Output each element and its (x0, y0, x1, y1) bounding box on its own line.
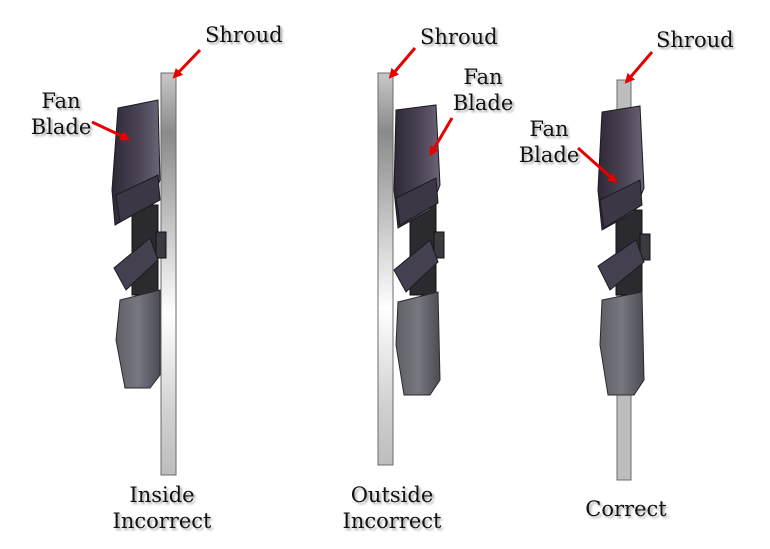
shroud-label: Shroud (420, 25, 498, 49)
shroud (160, 72, 177, 476)
fan-blade-label: Fan Blade (518, 116, 580, 168)
panel-outside-incorrect (377, 47, 454, 466)
caption-line1: Inside (129, 483, 195, 507)
shroud-arrow (624, 51, 654, 84)
fan-blade-label-line1: Fan (463, 65, 503, 89)
panel-correct (577, 51, 654, 481)
fan-blade-label: Fan Blade (30, 88, 92, 140)
fan-blade-label: Fan Blade (452, 64, 514, 116)
fan-assembly (597, 105, 651, 396)
shroud (377, 72, 394, 466)
caption-line1: Outside (350, 483, 434, 507)
caption-outside-incorrect: Outside Incorrect (337, 482, 447, 534)
fan-blade-label-line2: Blade (452, 91, 514, 115)
fan-blade-label-line1: Fan (529, 117, 569, 141)
caption-line2: Incorrect (342, 509, 442, 533)
fan-blade-arrow (429, 117, 454, 157)
shroud-arrow (388, 47, 417, 79)
fan-blade-label-line1: Fan (41, 89, 81, 113)
panel-inside-incorrect (91, 48, 202, 476)
shroud-arrow (172, 48, 202, 79)
caption-inside-incorrect: Inside Incorrect (112, 482, 212, 534)
caption-correct: Correct (576, 496, 676, 522)
shroud-label: Shroud (205, 23, 283, 47)
fan-blade-arrow (577, 146, 618, 184)
fan-assembly (111, 99, 167, 389)
fan-assembly (393, 104, 445, 396)
fan-blade-label-line2: Blade (30, 115, 92, 139)
caption-line2: Incorrect (112, 509, 212, 533)
caption-line1: Correct (585, 497, 667, 521)
shroud-label: Shroud (656, 28, 734, 52)
fan-blade-label-line2: Blade (518, 143, 580, 167)
fan-blade-arrow (91, 120, 131, 141)
